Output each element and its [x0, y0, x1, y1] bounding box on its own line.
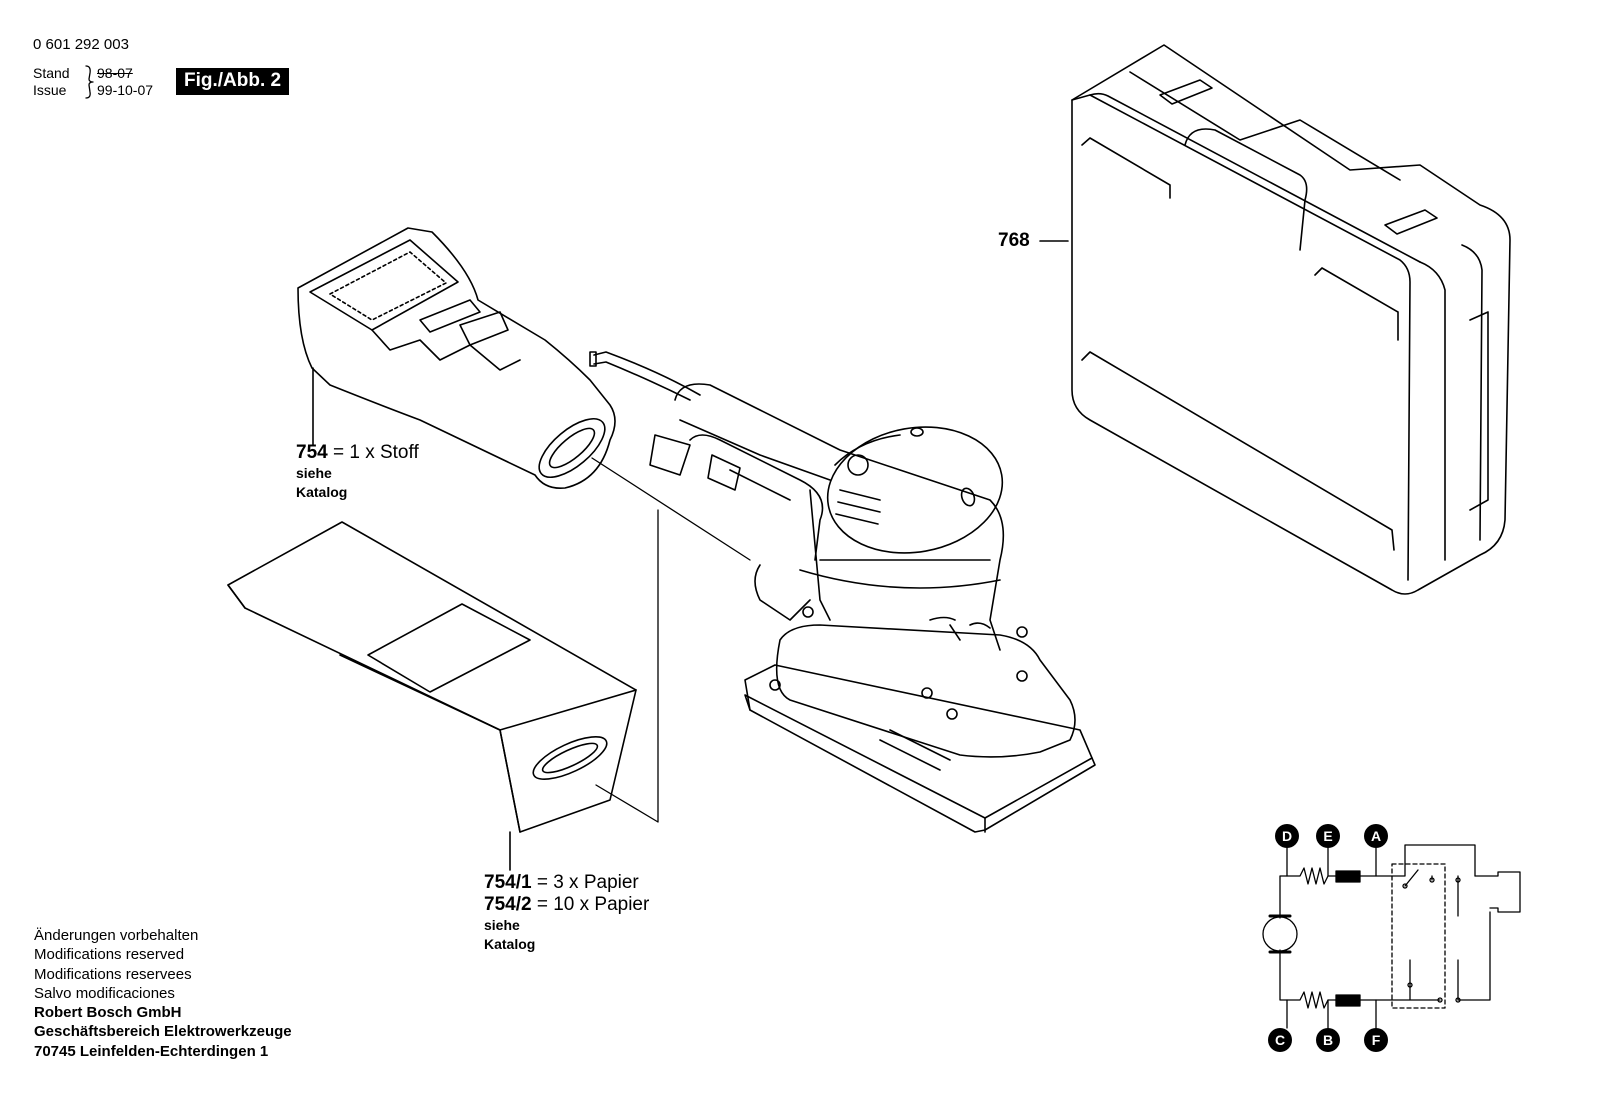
bag-connector-lines — [591, 457, 751, 823]
footer-line-en: Modifications reserved — [34, 946, 185, 964]
footer-line-es: Salvo modificaciones — [34, 984, 175, 1002]
paper-bag-drawing — [227, 521, 637, 833]
node-d — [1275, 824, 1299, 848]
callout-768-number: 768 — [998, 230, 1030, 251]
node-e-label: E — [1323, 828, 1332, 844]
stand-label: Stand — [33, 65, 70, 81]
node-f — [1364, 1028, 1388, 1052]
callout-768: 768 — [998, 230, 1030, 252]
orbital-sander-drawing — [589, 351, 1096, 833]
node-b-label: B — [1323, 1032, 1333, 1048]
figure-tag: Fig./Abb. 2 — [176, 68, 290, 95]
wiring-schematic — [1262, 844, 1521, 1029]
carrying-case-drawing — [1071, 44, 1511, 595]
node-b — [1316, 1028, 1340, 1052]
footer-line-de: Änderungen vorbehalten — [34, 927, 199, 944]
callout-754-text: = 1 x Stoff — [332, 442, 419, 463]
footer-line-fr: Modifications reservees — [34, 965, 192, 983]
callout-754-catalog: Katalog — [296, 484, 348, 500]
callout-754-number: 754 — [296, 442, 328, 463]
node-d-label: D — [1282, 828, 1292, 844]
callout-754-1-2: 754/1 = 3 x Papier 754/2 = 10 x Papier s… — [484, 872, 649, 954]
date-brace — [85, 65, 94, 99]
stand-date: 98-07 — [97, 65, 133, 81]
callout-754-2-catalog: Katalog — [484, 936, 536, 952]
callout-754-1-text: = 3 x Papier — [536, 872, 639, 893]
node-a — [1364, 824, 1388, 848]
footer-address: 70745 Leinfelden-Echterdingen 1 — [34, 1042, 269, 1060]
node-f-label: F — [1372, 1032, 1381, 1048]
issue-date: 99-10-07 — [97, 82, 154, 98]
footer-company: Robert Bosch GmbH — [34, 1004, 182, 1022]
footer-notes: Änderungen vorbehalten Modifications res… — [34, 926, 292, 1061]
node-e — [1316, 824, 1340, 848]
issue-label: Issue — [33, 82, 67, 98]
part-number: 0 601 292 003 — [33, 36, 129, 53]
cloth-bag-drawing — [297, 227, 616, 490]
callout-754-2-number: 754/2 — [484, 894, 532, 915]
callout-754-2-text: = 10 x Papier — [536, 894, 650, 915]
callout-754: 754 = 1 x Stoff siehe Katalog — [296, 442, 419, 502]
footer-division: Geschäftsbereich Elektrowerkzeuge — [34, 1023, 292, 1041]
node-c — [1268, 1028, 1292, 1052]
callout-754-2-see: siehe — [484, 917, 520, 933]
node-c-label: C — [1275, 1032, 1285, 1048]
callout-754-1-number: 754/1 — [484, 872, 532, 893]
callout-754-see: siehe — [296, 465, 332, 481]
node-a-label: A — [1371, 828, 1381, 844]
circuit-nodes — [1268, 824, 1388, 1052]
stand-issue-dates: 98-07 99-10-07 — [97, 65, 153, 99]
stand-issue-labels: Stand Issue — [33, 65, 70, 99]
